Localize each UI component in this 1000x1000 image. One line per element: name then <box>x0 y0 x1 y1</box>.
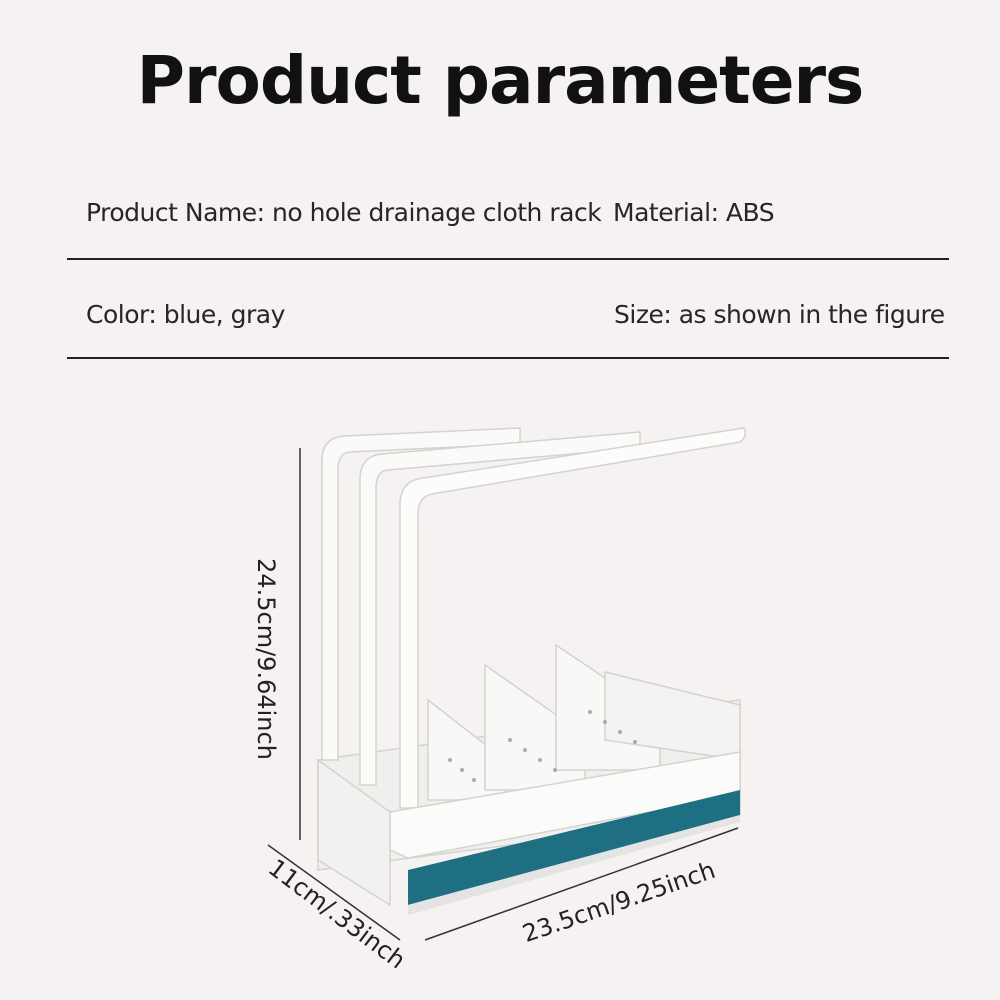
material-param: Material: ABS <box>613 198 775 227</box>
product-name-param: Product Name: no hole drainage cloth rac… <box>86 198 602 227</box>
divider-line <box>67 357 949 359</box>
product-image <box>267 427 747 941</box>
blue-drawer-tray <box>408 790 740 905</box>
drain-holes <box>448 710 637 782</box>
depth-dimension-line <box>267 844 401 941</box>
height-dimension-label: 24.5cm/9.64inch <box>251 558 280 760</box>
size-param: Size: as shown in the figure <box>614 300 945 329</box>
divider-line <box>67 258 949 260</box>
color-param: Color: blue, gray <box>86 300 285 329</box>
width-dimension-line <box>424 827 739 941</box>
page-title: Product parameters <box>136 42 865 119</box>
